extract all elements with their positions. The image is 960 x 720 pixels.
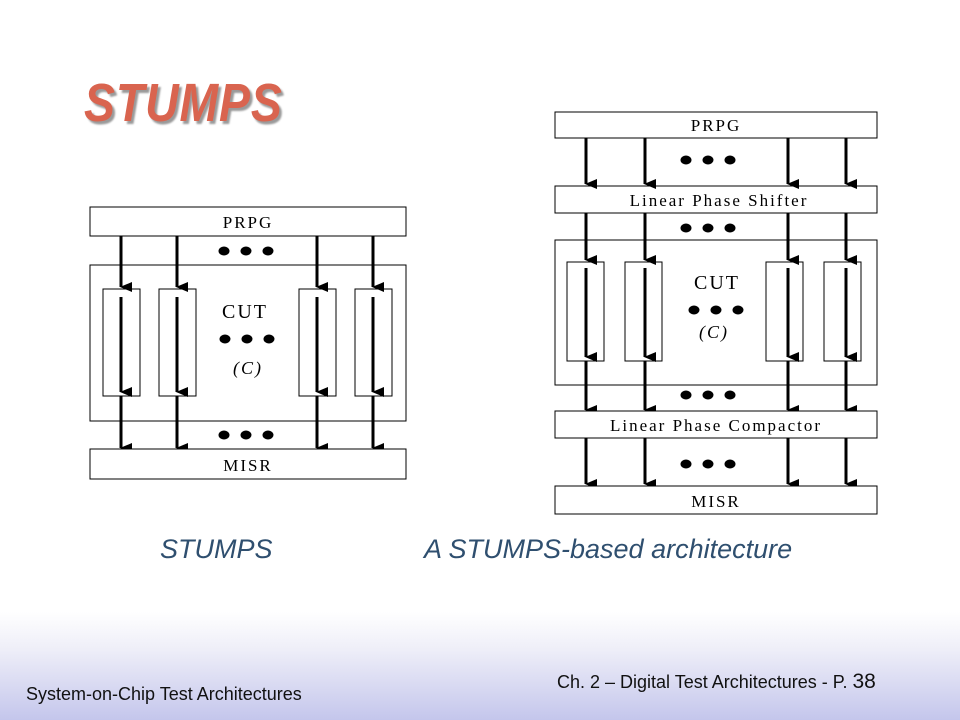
right-shifter-ellipsis <box>680 223 736 233</box>
right-bottom-ellipsis <box>680 459 736 469</box>
footer-band <box>0 612 960 720</box>
right-compactor-ellipsis <box>680 390 736 400</box>
right-caption: A STUMPS-based architecture <box>424 534 793 564</box>
left-cut-label: CUT <box>222 301 268 323</box>
left-misr-label: MISR <box>223 456 273 475</box>
left-bottom-ellipsis <box>218 430 274 440</box>
right-arrows <box>584 138 857 489</box>
left-cut-sublabel: (C) <box>233 358 263 379</box>
left-prpg-label: PRPG <box>223 213 274 232</box>
right-cut-ellipsis <box>688 305 744 315</box>
right-shifter-label: Linear Phase Shifter <box>630 191 809 210</box>
footer-chapter: Ch. 2 – Digital Test Architectures - P. … <box>557 670 876 694</box>
page-number: 38 <box>852 670 876 693</box>
left-misr-box: MISR <box>89 448 407 480</box>
right-stumps-diagram: PRPG Linear Phase Shifter CUT (C) <box>554 111 878 515</box>
left-prpg-box: PRPG <box>89 206 407 237</box>
left-stumps-diagram: PRPG CUT (C) <box>89 206 407 480</box>
left-cut-box: CUT (C) <box>89 264 407 422</box>
right-cut-sublabel: (C) <box>699 322 729 343</box>
right-cut-box: CUT (C) <box>554 239 878 386</box>
left-arrows <box>119 236 384 453</box>
slide-title: STUMPS <box>84 73 283 133</box>
left-cut-ellipsis <box>219 334 275 344</box>
right-compactor-label: Linear Phase Compactor <box>610 416 822 435</box>
right-misr-box: MISR <box>554 485 878 515</box>
left-caption: STUMPS <box>160 534 273 564</box>
right-prpg-label: PRPG <box>691 116 742 135</box>
scan-chain <box>765 261 804 362</box>
right-cut-label: CUT <box>694 272 740 294</box>
right-prpg-box: PRPG <box>554 111 878 139</box>
right-shifter-box: Linear Phase Shifter <box>554 185 878 214</box>
right-top-ellipsis <box>680 155 736 165</box>
right-compactor-box: Linear Phase Compactor <box>554 410 878 439</box>
footer-chapter-text: Ch. 2 – Digital Test Architectures - P. <box>557 672 848 692</box>
left-top-ellipsis <box>218 246 274 256</box>
scan-chain <box>823 261 862 362</box>
right-misr-label: MISR <box>691 492 741 511</box>
footer-book-title: System-on-Chip Test Architectures <box>26 684 302 704</box>
